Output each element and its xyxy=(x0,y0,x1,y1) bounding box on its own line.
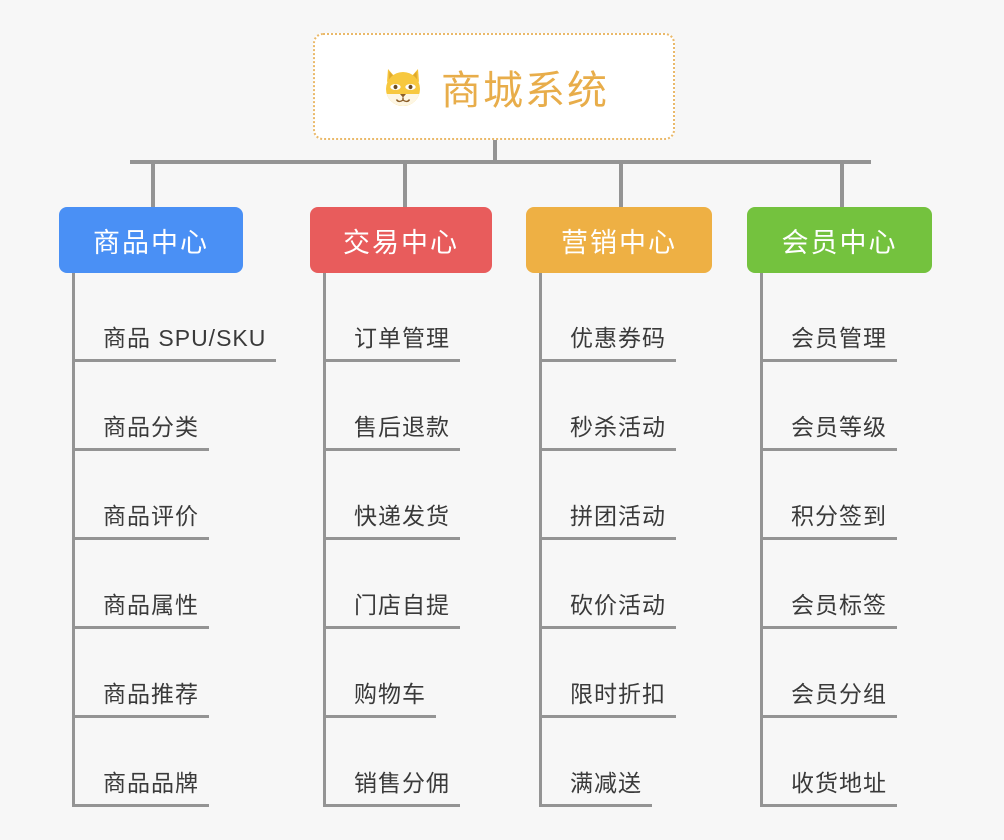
branch-header-label: 商品中心 xyxy=(93,227,209,258)
leaf-item[interactable]: 会员标签 xyxy=(763,540,932,629)
connector-drop-4 xyxy=(840,160,844,208)
leaf-label: 限时折扣 xyxy=(542,681,676,718)
branch-spine-2: 优惠券码 秒杀活动 拼团活动 砍价活动 限时折扣 满减送 xyxy=(539,273,712,807)
leaf-item[interactable]: 商品 SPU/SKU xyxy=(75,273,277,362)
branch-header-0[interactable]: 商品中心 xyxy=(59,207,243,273)
branch-spine-3: 会员管理 会员等级 积分签到 会员标签 会员分组 收货地址 xyxy=(760,273,932,807)
leaf-item[interactable]: 订单管理 xyxy=(326,273,492,362)
leaf-label: 优惠券码 xyxy=(542,325,676,362)
leaf-item[interactable]: 秒杀活动 xyxy=(542,362,712,451)
leaf-item[interactable]: 售后退款 xyxy=(326,362,492,451)
connector-drop-1 xyxy=(151,160,155,208)
leaf-label: 会员管理 xyxy=(763,325,897,362)
leaf-label: 会员等级 xyxy=(763,414,897,451)
leaf-item[interactable]: 商品品牌 xyxy=(75,718,276,807)
leaf-label: 积分签到 xyxy=(763,503,897,540)
leaf-label: 快递发货 xyxy=(326,503,460,540)
branch-column-交易中心: 交易中心 订单管理 售后退款 快递发货 门店自提 购物车 销售分佣 xyxy=(310,207,492,807)
root-title: 商城系统 xyxy=(441,68,609,113)
leaf-label: 商品 SPU/SKU xyxy=(75,325,277,362)
leaf-item[interactable]: 快递发货 xyxy=(326,451,492,540)
leaf-item[interactable]: 积分签到 xyxy=(763,451,932,540)
leaf-item[interactable]: 门店自提 xyxy=(326,540,492,629)
branch-spine-0: 商品 SPU/SKU 商品分类 商品评价 商品属性 商品推荐 商品品牌 xyxy=(72,273,277,807)
branch-spine-1: 订单管理 售后退款 快递发货 门店自提 购物车 销售分佣 xyxy=(323,273,492,807)
branch-column-营销中心: 营销中心 优惠券码 秒杀活动 拼团活动 砍价活动 限时折扣 满减送 xyxy=(526,207,712,807)
leaf-label: 门店自提 xyxy=(326,592,460,629)
leaf-item[interactable]: 商品分类 xyxy=(75,362,276,451)
leaf-label: 商品品牌 xyxy=(75,770,209,807)
leaf-item[interactable]: 收货地址 xyxy=(763,718,932,807)
connector-drop-2 xyxy=(403,160,407,208)
leaf-label: 商品推荐 xyxy=(75,681,209,718)
branch-column-会员中心: 会员中心 会员管理 会员等级 积分签到 会员标签 会员分组 收货地址 xyxy=(747,207,932,807)
branch-header-3[interactable]: 会员中心 xyxy=(747,207,932,273)
leaf-label: 会员分组 xyxy=(763,681,897,718)
leaf-item[interactable]: 满减送 xyxy=(542,718,712,807)
root-node[interactable]: 商城系统 xyxy=(313,33,675,140)
leaf-item[interactable]: 商品评价 xyxy=(75,451,276,540)
leaf-item[interactable]: 砍价活动 xyxy=(542,540,712,629)
branch-header-2[interactable]: 营销中心 xyxy=(526,207,712,273)
leaf-label: 满减送 xyxy=(542,770,652,807)
branch-header-label: 交易中心 xyxy=(343,227,459,258)
connector-horizontal-bus xyxy=(130,160,871,164)
connector-root-stem xyxy=(493,140,497,163)
leaf-label: 商品分类 xyxy=(75,414,209,451)
leaf-label: 会员标签 xyxy=(763,592,897,629)
leaf-label: 售后退款 xyxy=(326,414,460,451)
leaf-item[interactable]: 限时折扣 xyxy=(542,629,712,718)
leaf-item[interactable]: 会员管理 xyxy=(763,273,932,362)
leaf-item[interactable]: 优惠券码 xyxy=(542,273,712,362)
leaf-label: 销售分佣 xyxy=(326,770,460,807)
leaf-item[interactable]: 商品属性 xyxy=(75,540,276,629)
leaf-label: 商品评价 xyxy=(75,503,209,540)
leaf-item[interactable]: 销售分佣 xyxy=(326,718,492,807)
leaf-item[interactable]: 商品推荐 xyxy=(75,629,276,718)
leaf-item[interactable]: 会员分组 xyxy=(763,629,932,718)
leaf-item[interactable]: 购物车 xyxy=(326,629,492,718)
connector-drop-3 xyxy=(619,160,623,208)
leaf-label: 秒杀活动 xyxy=(542,414,676,451)
leaf-label: 拼团活动 xyxy=(542,503,676,540)
leaf-item[interactable]: 会员等级 xyxy=(763,362,932,451)
leaf-label: 收货地址 xyxy=(763,770,897,807)
branch-header-label: 营销中心 xyxy=(561,227,677,258)
branch-header-1[interactable]: 交易中心 xyxy=(310,207,492,273)
leaf-item[interactable]: 拼团活动 xyxy=(542,451,712,540)
branch-column-商品中心: 商品中心 商品 SPU/SKU 商品分类 商品评价 商品属性 商品推荐 商品品牌 xyxy=(59,207,277,807)
branch-header-label: 会员中心 xyxy=(781,227,898,258)
leaf-label: 订单管理 xyxy=(326,325,460,362)
leaf-label: 购物车 xyxy=(326,681,436,718)
leaf-label: 砍价活动 xyxy=(542,592,676,629)
leaf-label: 商品属性 xyxy=(75,592,209,629)
shiba-dog-face-icon xyxy=(379,63,427,111)
